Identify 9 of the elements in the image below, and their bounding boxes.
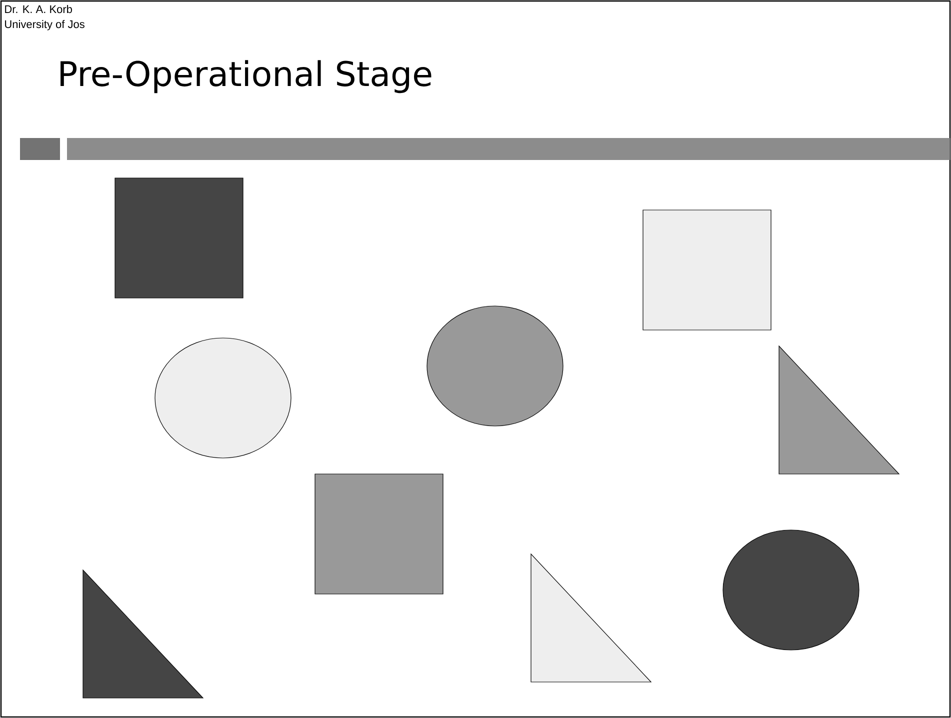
ellipse xyxy=(154,338,292,458)
square xyxy=(314,474,444,594)
square xyxy=(642,210,772,330)
author-note: University of Jos xyxy=(5,20,84,30)
square xyxy=(114,178,244,298)
ellipse xyxy=(426,306,564,426)
title: Pre-Operational Stage xyxy=(60,60,432,94)
ellipse xyxy=(722,530,860,650)
author-note: Dr. K. A. Korb xyxy=(5,5,72,14)
